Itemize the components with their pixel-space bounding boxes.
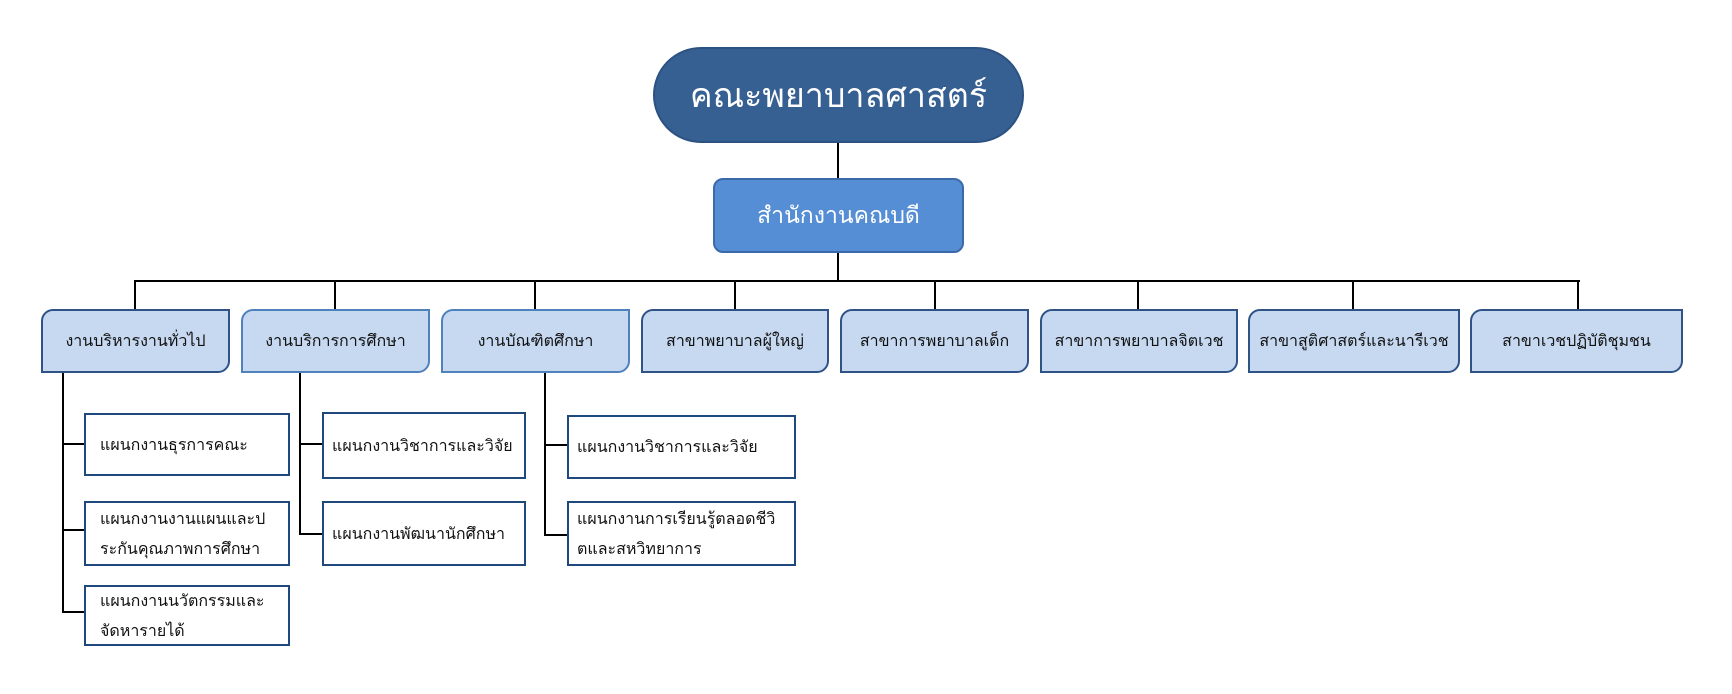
unit-label: งานบัณฑิตศึกษา <box>477 330 594 350</box>
unit-adult-nursing: สาขาพยาบาลผู้ใหญ่ <box>641 309 829 373</box>
sub-label: แผนกงานงานแผนและประกันคุณภาพการศึกษา <box>100 508 266 558</box>
tick <box>544 444 567 446</box>
sub-innovation-revenue: แผนกงานนวัตกรรมและจัดหารายได้ <box>84 585 290 646</box>
unit-label: งานบริหารงานทั่วไป <box>65 330 206 350</box>
spine-unit-1 <box>62 373 64 613</box>
sub-label: แผนกงานการเรียนรู้ตลอดชีวิตและสหวิทยาการ <box>577 508 776 558</box>
sub-planning-qa: แผนกงานงานแผนและประกันคุณภาพการศึกษา <box>84 501 290 566</box>
tick <box>62 529 84 531</box>
sub-label: แผนกงานนวัตกรรมและจัดหารายได้ <box>100 590 265 640</box>
unit-community-practice: สาขาเวชปฏิบัติชุมชน <box>1470 309 1683 373</box>
unit-label: สาขาการพยาบาลเด็ก <box>859 330 1010 350</box>
connector-unit-6 <box>1137 281 1139 309</box>
unit-psychiatric-nursing: สาขาการพยาบาลจิตเวช <box>1040 309 1238 373</box>
unit-pediatric-nursing: สาขาการพยาบาลเด็ก <box>840 309 1029 373</box>
spine-unit-2 <box>299 373 301 535</box>
unit-label: งานบริการการศึกษา <box>265 330 406 350</box>
sub-admin-office: แผนกงานธุรการคณะ <box>84 413 290 476</box>
connector-unit-1 <box>134 281 136 309</box>
tick <box>62 611 84 613</box>
sub-grad-academic-research: แผนกงานวิชาการและวิจัย <box>567 415 796 479</box>
unit-label: สาขาพยาบาลผู้ใหญ่ <box>666 330 804 350</box>
tick <box>544 534 567 536</box>
connector-bus <box>134 280 1580 282</box>
connector-root-office <box>837 143 839 178</box>
connector-office-bus <box>837 253 839 282</box>
sub-label: แผนกงานพัฒนานักศึกษา <box>332 523 505 543</box>
sub-label: แผนกงานธุรการคณะ <box>100 434 248 454</box>
connector-unit-3 <box>534 281 536 309</box>
sub-label: แผนกงานวิชาการและวิจัย <box>332 435 513 455</box>
unit-label: สาขาเวชปฏิบัติชุมชน <box>1502 330 1651 350</box>
unit-education-services: งานบริการการศึกษา <box>241 309 430 373</box>
sub-academic-research: แผนกงานวิชาการและวิจัย <box>322 412 526 479</box>
spine-unit-3 <box>544 373 546 536</box>
tick <box>299 533 322 535</box>
connector-unit-2 <box>334 281 336 309</box>
sub-lifelong-learning: แผนกงานการเรียนรู้ตลอดชีวิตและสหวิทยาการ <box>567 501 796 566</box>
root-faculty-box: คณะพยาบาลศาสตร์ <box>653 47 1024 143</box>
connector-unit-4 <box>734 281 736 309</box>
dean-office-box: สำนักงานคณบดี <box>713 178 964 253</box>
office-label: สำนักงานคณบดี <box>757 202 920 229</box>
tick <box>62 443 84 445</box>
sub-label: แผนกงานวิชาการและวิจัย <box>577 437 758 456</box>
connector-unit-7 <box>1352 281 1354 309</box>
unit-general-admin: งานบริหารงานทั่วไป <box>41 309 230 373</box>
sub-student-development: แผนกงานพัฒนานักศึกษา <box>322 501 526 566</box>
unit-graduate-studies: งานบัณฑิตศึกษา <box>441 309 630 373</box>
connector-unit-5 <box>934 281 936 309</box>
connector-unit-8 <box>1577 281 1579 309</box>
unit-label: สาขาสูติศาสตร์และนารีเวช <box>1259 330 1449 350</box>
unit-label: สาขาการพยาบาลจิตเวช <box>1054 330 1224 350</box>
tick <box>299 443 322 445</box>
root-label: คณะพยาบาลศาสตร์ <box>689 76 988 116</box>
unit-obstetric-nursing: สาขาสูติศาสตร์และนารีเวช <box>1248 309 1460 373</box>
